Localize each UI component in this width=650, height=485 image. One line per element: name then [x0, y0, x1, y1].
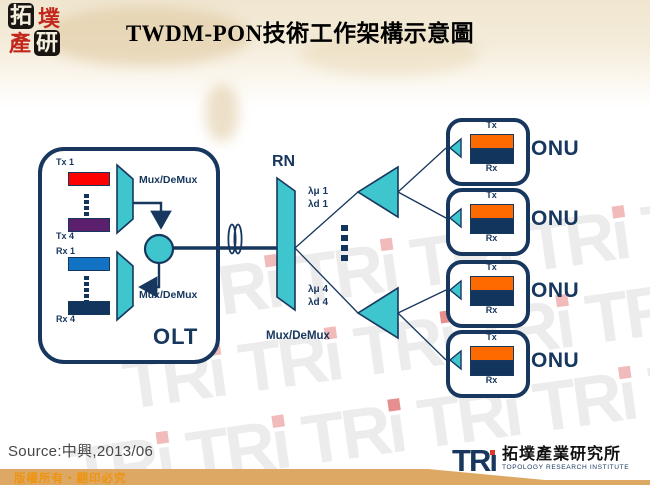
onu3-rx-label: Rx [485, 305, 498, 315]
onu2-tx-bar [470, 204, 514, 219]
seal-char: 拓 [8, 3, 34, 29]
onu4-tx-bar [470, 346, 514, 361]
header-texture [205, 84, 239, 142]
institute-name-en: TOPOLOGY RESEARCH INSTITUTE [501, 464, 630, 471]
rn-title: RN [272, 153, 296, 170]
institute-logo: TRı 拓墣產業研究所 TOPOLOGY RESEARCH INSTITUTE [452, 443, 630, 478]
institute-name-zh: 拓墣產業研究所 [501, 446, 621, 463]
onu4-rx-bar [470, 361, 514, 376]
drop-line-onu1 [397, 147, 447, 193]
lambda-down4-label: λd 4 [308, 297, 329, 308]
watermark-tile: TRı [637, 187, 650, 271]
olt-rx1-label: Rx 1 [56, 246, 76, 256]
watermark-tile: TRı [350, 300, 461, 391]
olt-title: OLT [153, 324, 199, 349]
header-texture [300, 30, 480, 76]
onu3-tx-bar [470, 276, 514, 291]
olt-rx4-bar [68, 301, 110, 315]
splitter-top-shape [356, 165, 399, 219]
tri-logotype: TRı [452, 443, 498, 478]
olt-rx4-label: Rx 4 [56, 314, 76, 324]
olt-tx4-bar [68, 218, 110, 232]
company-seal-logo: 拓 墣 產 研 [6, 2, 66, 60]
onu3-rx-bar [470, 291, 514, 306]
header-texture [40, 6, 250, 66]
lambda-down1-label: λd 1 [308, 199, 329, 210]
onu3-tx-label: Tx [486, 262, 497, 272]
seal-char: 研 [34, 30, 60, 56]
watermark-tile: TRı [644, 348, 650, 431]
onu2-title: ONU [531, 207, 580, 230]
olt-rx1-bar [68, 257, 110, 271]
onu1-tx-bar [470, 134, 514, 149]
onu3-title: ONU [531, 279, 580, 302]
olt-mux-bottom-label: Mux/DeMux [139, 289, 198, 301]
source-note: Source:中興,2013/06 [8, 443, 154, 460]
onu4-rx-label: Rx [485, 375, 498, 385]
footer-bar [0, 469, 650, 485]
drop-line-onu2 [397, 191, 447, 219]
onu2-rx-label: Rx [485, 233, 498, 243]
rn-mux-label: Mux/DeMux [266, 330, 330, 342]
onu1-rx-bar [470, 149, 514, 164]
olt-tx1-label: Tx 1 [56, 157, 75, 167]
onu2-rx-bar [470, 219, 514, 234]
lambda-up1-label: λμ 1 [308, 186, 329, 197]
page-title: TWDM-PON技術工作架構示意圖 [125, 21, 475, 46]
olt-tx1-bar [68, 172, 110, 186]
copyright-text: 版權所有‧翻印必究 [14, 473, 127, 485]
onu1-title: ONU [531, 137, 580, 160]
onu1-rx-label: Rx [485, 163, 498, 173]
seal-char: 產 [8, 31, 31, 56]
onu2-tx-label: Tx [486, 190, 497, 200]
onu4-title: ONU [531, 349, 580, 372]
onu1-tx-label: Tx [486, 120, 497, 130]
onu4-tx-label: Tx [486, 332, 497, 342]
lambda-up4-label: λμ 4 [308, 284, 329, 295]
olt-mux-top-label: Mux/DeMux [139, 174, 198, 186]
olt-tx4-label: Tx 4 [56, 231, 75, 241]
seal-char: 墣 [37, 6, 60, 31]
watermark-tile: TRı [580, 269, 650, 359]
